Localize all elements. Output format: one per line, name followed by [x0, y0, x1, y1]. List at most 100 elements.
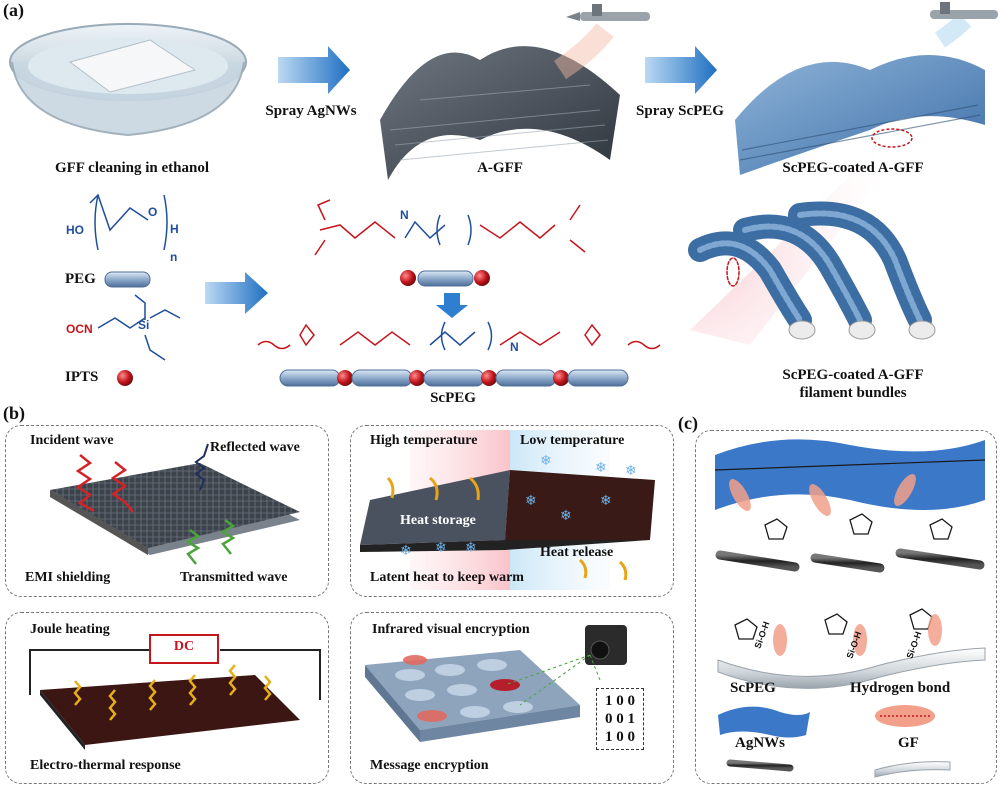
- peg-structure: [89, 193, 168, 251]
- ipts-bead: [117, 370, 133, 386]
- incident-wave-label: Incident wave: [30, 433, 114, 448]
- reflected-wave: [194, 443, 209, 491]
- step1-label: GFF cleaning in ethanol: [54, 160, 210, 176]
- legend-gf-swatch: [874, 761, 951, 778]
- matrix-row-1: 1 0 0: [605, 693, 635, 709]
- panel-b-label: (b): [3, 403, 25, 423]
- transmitted-wave-label: Transmitted wave: [180, 570, 288, 585]
- incident-wave-2: [110, 461, 134, 513]
- svg-text:❄: ❄: [525, 493, 537, 509]
- silver-nanowires: [715, 548, 985, 573]
- chem-n: n: [170, 250, 178, 264]
- svg-text:❄: ❄: [465, 540, 477, 556]
- joule-fabric: [40, 675, 300, 750]
- heat-storage-label: Heat storage: [400, 513, 476, 528]
- reaction-arrow: [205, 272, 268, 314]
- legend-scpeg-swatch: [718, 706, 810, 738]
- peg-label: PEG: [65, 271, 96, 287]
- legend-agnw-swatch: [726, 759, 794, 772]
- chem-nh-2: N: [510, 340, 519, 354]
- legend-agnw-label: AgNWs: [735, 735, 786, 751]
- binary-matrix: 1 0 0 0 0 1 1 0 0: [596, 688, 644, 750]
- ipts-structure: [97, 294, 181, 361]
- hydrogen-bonds-top: [729, 474, 916, 516]
- chem-h: H: [170, 222, 179, 236]
- process-arrow-2: [645, 46, 717, 94]
- panel-a-label: (a): [3, 0, 24, 20]
- chem-ho: HO: [66, 223, 84, 237]
- bundle-label: ScPEG-coated A-GFF: [782, 367, 924, 383]
- thermal-title: Latent heat to keep warm: [370, 570, 524, 585]
- hydrogen-bonds-bottom: [773, 614, 942, 656]
- scpeg-monomer-beads: [400, 270, 490, 287]
- heat-arrows: [386, 476, 628, 581]
- encryption-board: [365, 650, 580, 742]
- spray-scpeg-label: Spray ScPEG: [636, 103, 724, 119]
- joule-circuit: [29, 649, 321, 700]
- step3-label: ScPEG-coated A-GFF: [782, 160, 924, 176]
- legend-hbond-label: Hydrogen bond: [850, 680, 951, 696]
- scpeg-monomer: [314, 199, 586, 256]
- airbrush-icon: [930, 2, 998, 19]
- agff-fabric: [380, 4, 650, 180]
- panel-c-box: [695, 430, 997, 784]
- encryption-title: Infrared visual encryption: [372, 622, 530, 637]
- down-arrow: [436, 293, 468, 318]
- scpeg-polymer-chain: [279, 369, 629, 387]
- svg-text:❄: ❄: [625, 463, 637, 479]
- legend-scpeg-label: ScPEG: [730, 680, 776, 696]
- glass-fiber: [717, 647, 986, 689]
- matrix-row-2: 0 0 1: [605, 711, 635, 727]
- emi-title: EMI shielding: [25, 570, 111, 585]
- high-temp-label: High temperature: [370, 433, 478, 448]
- ethanol-dish: [9, 23, 247, 137]
- peg-bead: [104, 271, 151, 288]
- svg-text:❄: ❄: [595, 460, 607, 476]
- bundle-label-2: filament bundles: [799, 385, 907, 401]
- emi-box: [5, 425, 329, 597]
- thermal-box: [350, 425, 674, 597]
- joule-caption: Electro-thermal response: [30, 758, 181, 773]
- step2-label: A-GFF: [477, 160, 523, 176]
- emi-fabric: [50, 463, 300, 555]
- chem-ocn: OCN: [66, 322, 93, 336]
- snowflake-icons: ❄ ❄ ❄ ❄ ❄ ❄ ❄ ❄ ❄: [400, 453, 637, 559]
- svg-text:❄: ❄: [435, 540, 447, 556]
- thermal-fabric: [360, 470, 655, 552]
- ipts-label: IPTS: [65, 369, 99, 385]
- joule-box: [5, 612, 329, 784]
- encryption-box: [350, 612, 674, 784]
- infrared-camera-icon: [585, 625, 627, 665]
- svg-text:❄: ❄: [560, 508, 572, 524]
- joule-title: Joule heating: [30, 622, 110, 637]
- matrix-row-3: 1 0 0: [605, 729, 635, 745]
- transmitted-wave: [185, 529, 201, 565]
- dc-label: DC: [173, 639, 195, 654]
- process-arrow-1: [278, 46, 350, 94]
- dc-source: [149, 634, 219, 664]
- airbrush-icon: [566, 4, 650, 21]
- legend-gf-label: GF: [898, 735, 919, 751]
- scpeg-label: ScPEG: [430, 390, 476, 406]
- transmitted-wave-2: [220, 519, 236, 555]
- svg-text:❄: ❄: [540, 453, 552, 469]
- filament-bundles: [688, 201, 936, 340]
- chem-si: Si: [138, 318, 150, 332]
- scpeg-polymer-structure: [257, 321, 661, 351]
- scpeg-layer: [714, 439, 986, 510]
- camera-rays: [504, 654, 601, 706]
- reflected-wave-label: Reflected wave: [210, 440, 300, 455]
- low-temp-label: Low temperature: [520, 433, 625, 448]
- panel-c-label: (c): [678, 413, 698, 433]
- chem-o: O: [148, 205, 158, 219]
- heat-wiggles: [73, 664, 272, 721]
- incident-wave: [75, 454, 95, 513]
- svg-text:❄: ❄: [600, 493, 612, 509]
- encryption-caption: Message encryption: [370, 758, 489, 773]
- chem-nh-1: N: [400, 208, 409, 222]
- spray-agnws-label: Spray AgNWs: [265, 103, 357, 119]
- heat-release-label: Heat release: [540, 545, 614, 560]
- svg-text:❄: ❄: [400, 543, 412, 559]
